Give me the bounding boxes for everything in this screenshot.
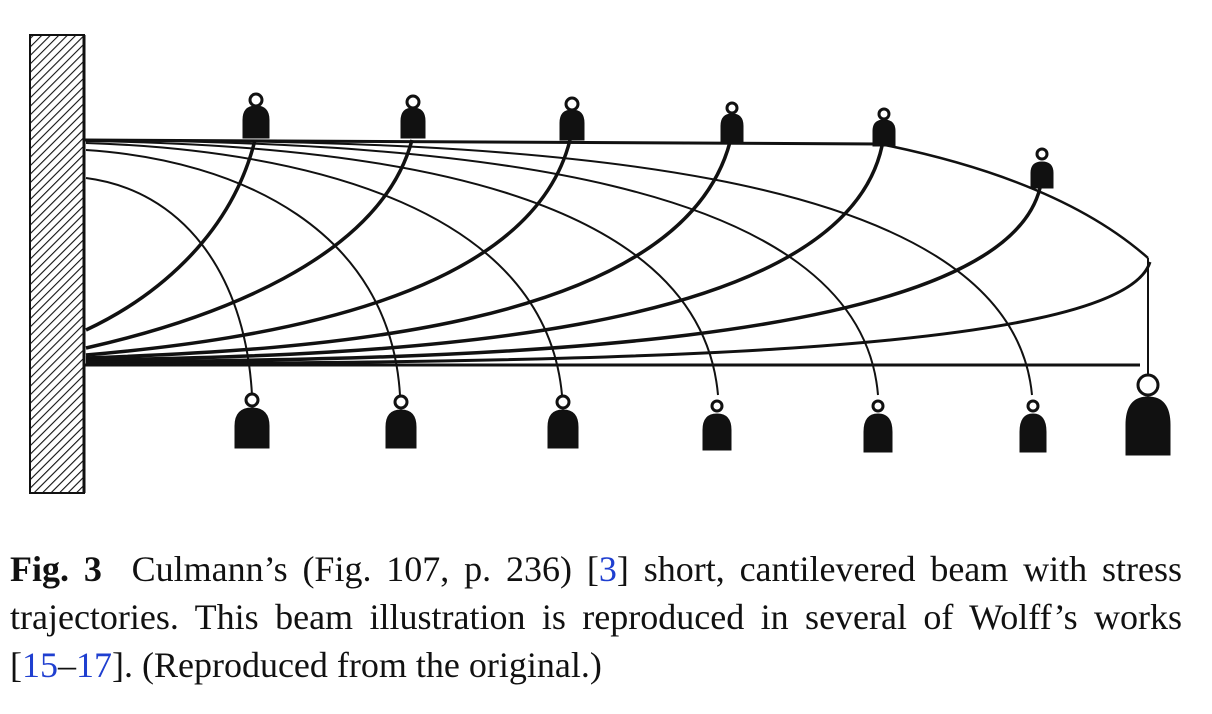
wall	[29, 34, 85, 494]
caption-text-2: ] short, cantilevered beam with stress t…	[10, 549, 1182, 685]
citation-link-15[interactable]: 15	[22, 645, 58, 685]
figure-caption: Fig. 3 Culmann’s (Fig. 107, p. 236) [3] …	[10, 545, 1182, 689]
bottom-weights	[234, 373, 1171, 456]
citation-dash: –	[58, 645, 76, 685]
stress-trajectories	[85, 139, 1152, 396]
citation-link-17[interactable]: 17	[76, 645, 112, 685]
caption-text-1: Culmann’s (Fig. 107, p. 236) [	[131, 549, 599, 589]
caption-text-3: ]. (Reproduced from the original.)	[112, 645, 602, 685]
beam-tip	[879, 142, 1149, 259]
beam-illustration	[29, 34, 1171, 494]
top-weights	[242, 92, 1054, 189]
citation-link-3[interactable]: 3	[598, 549, 617, 589]
figure-label: Fig. 3	[10, 549, 102, 589]
